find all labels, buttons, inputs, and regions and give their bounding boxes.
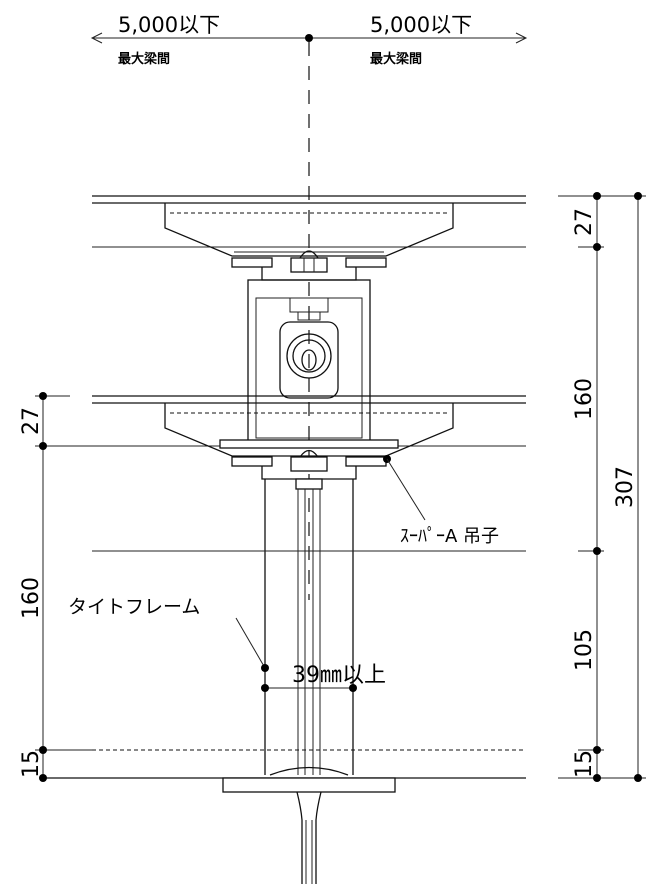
hanger-label: ｽｰﾊﾟｰA 吊子 [400, 526, 499, 547]
left-span-label: 最大梁間 [118, 51, 170, 67]
frame-leader [235, 617, 269, 672]
dim-right-27: 27 [572, 208, 597, 236]
right-span-label: 最大梁間 [370, 51, 422, 67]
dim-right-307: 307 [613, 466, 638, 508]
width-dimension [261, 684, 357, 692]
upper-roof-panel [92, 195, 526, 257]
span-dimension-line [90, 32, 528, 44]
dim-right-105: 105 [572, 629, 597, 671]
left-dimension-lines [35, 392, 92, 782]
dim-right-15: 15 [572, 750, 597, 778]
hanger-leader [383, 455, 426, 521]
tight-frame-column [92, 479, 526, 775]
right-dimension-lines [558, 192, 646, 782]
base-plate [40, 766, 526, 884]
dim-left-160: 160 [19, 577, 44, 619]
lower-roof-panel [92, 395, 526, 457]
frame-label: タイトフレーム [68, 596, 200, 618]
left-span-value: 5,000以下 [118, 13, 220, 37]
width-label: 39㎜以上 [292, 663, 386, 688]
dim-left-15: 15 [19, 750, 44, 778]
dim-left-27: 27 [19, 407, 44, 435]
lower-clip [231, 449, 387, 490]
right-span-value: 5,000以下 [370, 13, 472, 37]
dim-right-160: 160 [572, 378, 597, 420]
